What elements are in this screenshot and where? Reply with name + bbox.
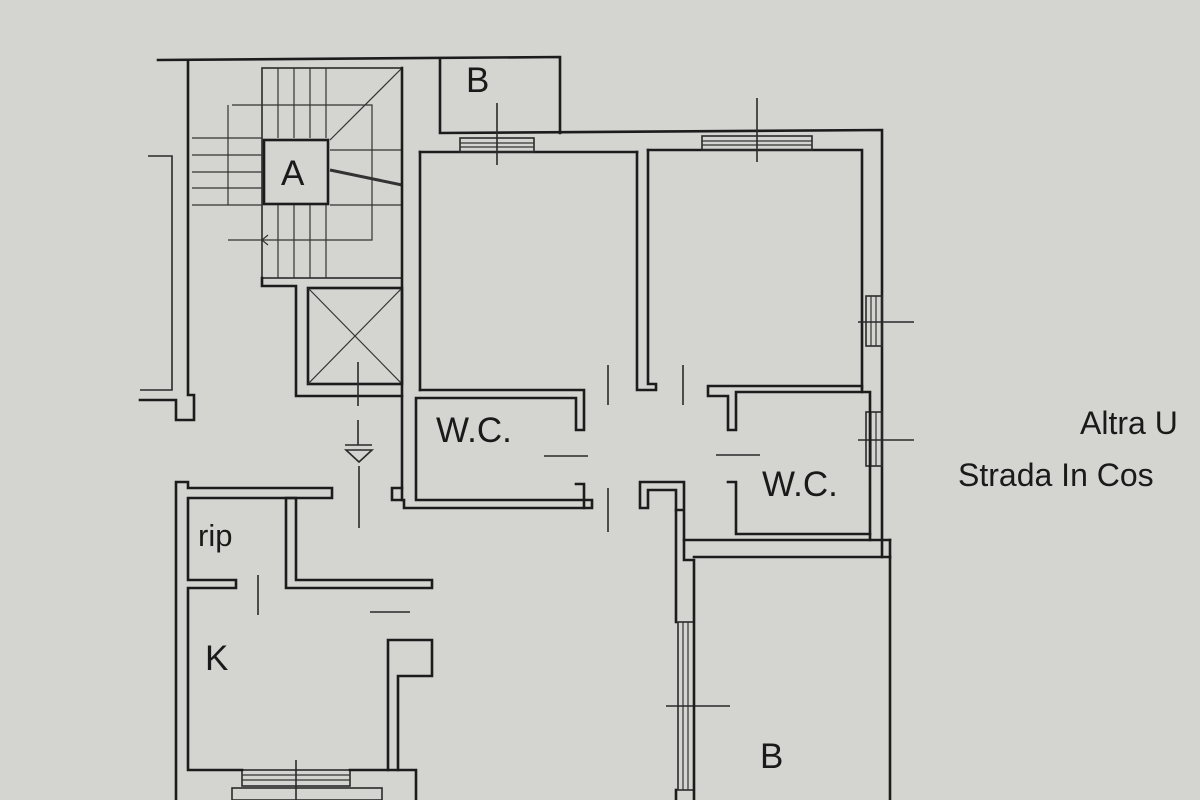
door-marks	[257, 365, 760, 615]
left-wall-column	[138, 58, 196, 422]
room-label-b-top: B	[466, 61, 489, 100]
window-top-left	[459, 103, 535, 165]
stair-core-box	[262, 138, 330, 206]
window-kitchen-bottom	[241, 760, 351, 800]
note-strada: Strada In Cos	[958, 457, 1154, 493]
room-label-rip: rip	[198, 518, 232, 553]
room-label-wc-left: W.C.	[436, 411, 512, 450]
entrance-marker	[343, 362, 375, 528]
stairwell: A	[192, 67, 403, 279]
window-top-right	[701, 98, 813, 162]
kitchen-block	[174, 480, 434, 800]
room-label-wc-right: W.C.	[762, 465, 838, 504]
room-label-b-bottom: B	[760, 737, 783, 776]
note-altra: Altra U	[1080, 405, 1178, 441]
room-label-k: K	[205, 639, 228, 678]
interior-partitions	[390, 148, 892, 800]
top-balcony: B	[466, 61, 489, 100]
window-right-upper	[858, 295, 914, 347]
stair-treads	[192, 67, 403, 278]
elevator-shaft	[260, 66, 404, 502]
room-label-a: A	[281, 154, 305, 193]
